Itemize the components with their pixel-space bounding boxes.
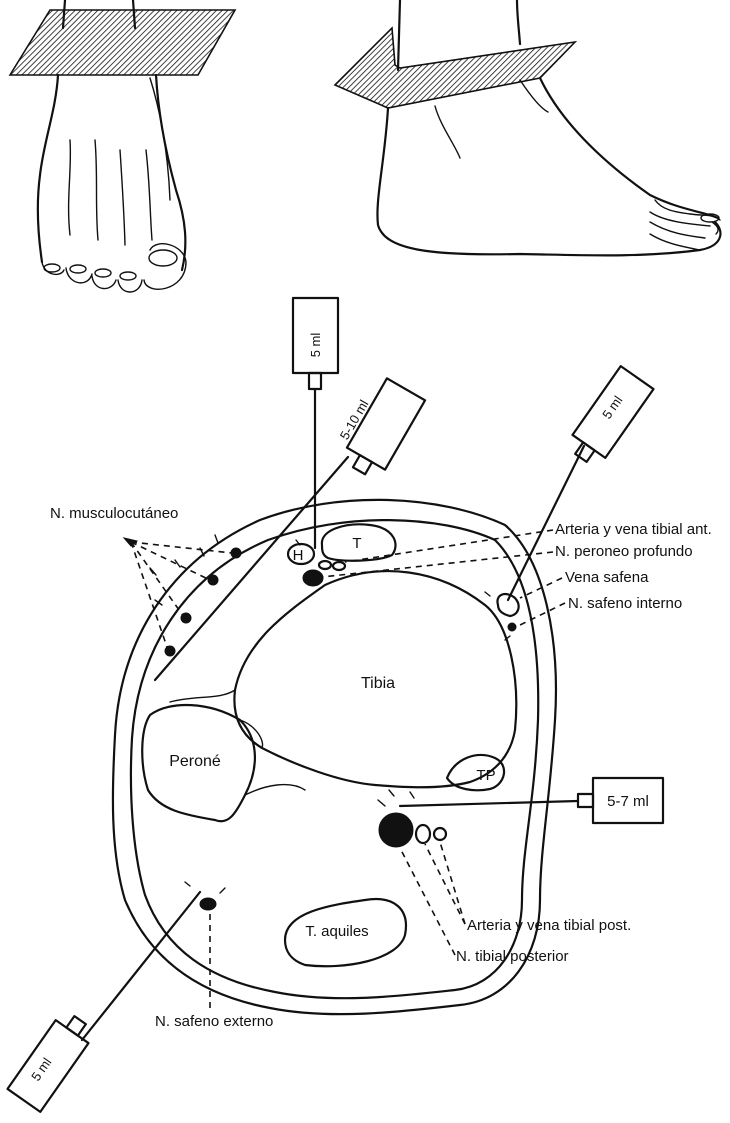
ankle-cross-section <box>111 498 558 1016</box>
tendon-tp <box>445 753 506 792</box>
front-foot-illustration <box>8 0 237 293</box>
leader-safeno-interno <box>517 602 566 627</box>
label-tibia: Tibia <box>361 675 395 692</box>
syringe-right-lower: 5-7 ml <box>398 776 665 825</box>
leader-arteria-tibial-post <box>439 841 466 925</box>
callout-arteria-tibial-post: Arteria y vena tibial post. <box>467 917 631 934</box>
syringe-right-upper: 5 ml <box>506 365 655 602</box>
label-tendon-tp: TP <box>476 767 495 784</box>
perone-bone <box>141 703 256 823</box>
front-tourniquet-band <box>8 9 237 76</box>
tendon-t <box>320 523 397 562</box>
callout-arteria-tibial-ant: Arteria y vena tibial ant. <box>555 521 712 538</box>
callout-safeno-interno: N. safeno interno <box>568 595 682 612</box>
tendon-achilles <box>283 897 408 968</box>
leader-vena-safena <box>519 577 563 599</box>
callout-vena-safena: Vena safena <box>565 569 649 586</box>
callout-peroneo-profundo: N. peroneo profundo <box>555 543 693 560</box>
leader-tibial-posterior <box>399 847 456 956</box>
syringe-top-vertical: 5 ml <box>291 296 340 550</box>
leader-peroneo-profundo <box>321 551 554 578</box>
label-tendon-t: T <box>352 535 361 552</box>
leader-musculocutaneo <box>122 537 233 651</box>
side-tourniquet-band <box>333 26 578 109</box>
syringe-right-upper-label: 5 ml <box>599 393 625 422</box>
label-perone: Peroné <box>169 753 221 770</box>
side-foot-illustration <box>333 0 722 257</box>
callout-tibial-posterior: N. tibial posterior <box>456 948 569 965</box>
label-tendon-h: H <box>293 547 304 564</box>
callout-musculocutaneo: N. musculocutáneo <box>50 505 178 522</box>
skin-outer-contour <box>111 498 558 1016</box>
syringe-bottom-left: 5 ml <box>6 890 202 1113</box>
fascia-inner-contour <box>129 519 540 1000</box>
syringe-top-vertical-label: 5 ml <box>308 333 323 358</box>
syringe-right-lower-label: 5-7 ml <box>607 793 649 810</box>
tendon-h <box>286 542 316 566</box>
tibia-bone <box>233 570 518 789</box>
callout-safeno-externo: N. safeno externo <box>155 1013 273 1030</box>
label-achilles: T. aquiles <box>305 923 368 940</box>
leader-arteria-tibial-ant <box>344 529 554 563</box>
syringe-bottom-left-label: 5 ml <box>28 1055 54 1084</box>
